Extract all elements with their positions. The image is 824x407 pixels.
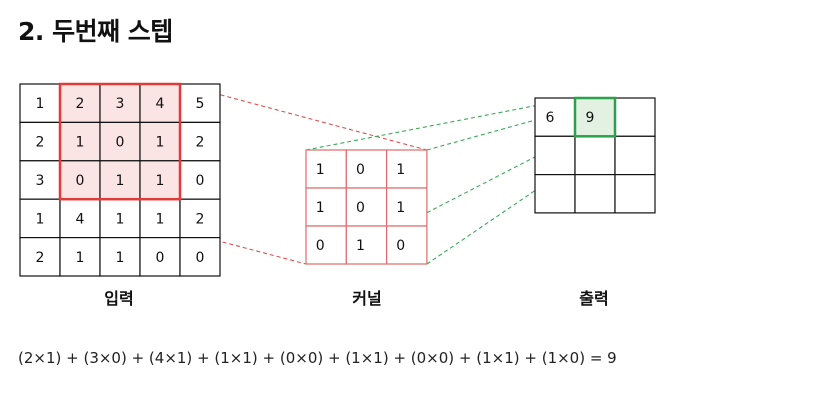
input-cell-value: 0: [156, 250, 165, 266]
kernel-cell-value: 0: [316, 238, 325, 254]
input-cell: [59, 237, 101, 277]
input-cell-value: 1: [156, 135, 165, 151]
output-cell: [534, 97, 576, 137]
input-cell: [19, 237, 61, 277]
input-cell-value: 0: [76, 173, 85, 189]
kernel-cell-value: 1: [356, 238, 365, 254]
output-cell: [574, 135, 616, 176]
output-cell: [614, 174, 656, 214]
input-cell: [179, 121, 221, 162]
input-cell: [139, 160, 181, 200]
output-cell: [534, 135, 576, 176]
input-cell-value: 1: [76, 135, 85, 151]
kernel-cell: [305, 225, 347, 265]
input-cell: [59, 83, 101, 124]
kernel-cell: [386, 187, 428, 227]
input-cell-value: 5: [196, 96, 205, 112]
input-cell: [179, 83, 221, 124]
kernel-cell-value: 0: [396, 238, 405, 254]
input-cell-value: 1: [76, 250, 85, 266]
output-cell-value: 9: [586, 110, 595, 126]
output-cell: [534, 174, 576, 214]
input-grid: 1 2 3 4 5 2 1 0 1 2 3 0 1 1 0 1 4 1 1 2 2 1 1 0 0: [19, 82, 221, 277]
input-cell-value: 2: [36, 135, 45, 151]
captions: 입력 커널 출력: [104, 289, 608, 308]
kernel-cell-value: 0: [356, 162, 365, 178]
kernel-cell-value: 1: [316, 200, 325, 216]
kernel-cell: [305, 187, 347, 227]
kernel-cell: [345, 225, 388, 265]
input-cell-value: 0: [196, 250, 205, 266]
input-cell-value: 1: [36, 96, 45, 112]
input-cell-value: 2: [196, 211, 205, 227]
kernel-cell: [386, 225, 428, 265]
input-cell: [19, 198, 61, 239]
input-cell-value: 3: [36, 173, 45, 189]
input-cell-value: 4: [76, 211, 85, 227]
input-cell-value: 0: [116, 135, 125, 151]
input-cell-value: 2: [76, 96, 85, 112]
kernel-cell: [345, 187, 388, 227]
input-cell-value: 1: [116, 250, 125, 266]
input-cell: [139, 237, 181, 277]
input-cell-value: 4: [156, 96, 165, 112]
output-cell: [574, 174, 616, 214]
input-cell: [179, 237, 221, 277]
kernel-cell-value: 1: [396, 200, 405, 216]
input-cell-value: 3: [116, 96, 125, 112]
input-cell: [179, 160, 221, 200]
formula-text: (2×1) + (3×0) + (4×1) + (1×1) + (0×0) + …: [18, 349, 617, 367]
kernel-cell: [386, 149, 428, 189]
input-cell-value: 2: [36, 250, 45, 266]
input-cell: [99, 237, 141, 277]
kernel-cell-value: 0: [356, 200, 365, 216]
input-cell-value: 1: [116, 173, 125, 189]
red-connector-line: [179, 83, 428, 151]
output-cell: [614, 135, 656, 176]
input-receptive-field-highlight: [58, 82, 182, 201]
input-cell-value: 1: [36, 211, 45, 227]
input-cell-value: 2: [196, 135, 205, 151]
input-cell-value: 1: [156, 211, 165, 227]
output-active-cell-highlight: [573, 96, 617, 138]
kernel-cell: [305, 149, 347, 189]
output-cell-value: 6: [546, 110, 555, 126]
output-cell: [614, 97, 656, 137]
input-cell-value: 1: [156, 173, 165, 189]
input-cell-value: 0: [196, 173, 205, 189]
input-caption: 입력: [104, 289, 133, 308]
kernel-cell-value: 1: [316, 162, 325, 178]
kernel-caption: 커널: [352, 289, 381, 308]
output-cell: [574, 97, 616, 137]
input-cell: [19, 121, 61, 162]
kernel-grid: 1 0 1 1 0 1 0 1 0: [305, 149, 428, 265]
input-cell: [19, 160, 61, 200]
green-connector-line: [305, 97, 576, 151]
input-cell: [99, 83, 141, 124]
input-cell: [59, 198, 101, 239]
kernel-cell-value: 1: [396, 162, 405, 178]
input-cell-value: 1: [116, 211, 125, 227]
page-title: 2. 두번째 스텝: [18, 17, 173, 46]
kernel-cell: [345, 149, 388, 189]
output-caption: 출력: [579, 289, 608, 308]
